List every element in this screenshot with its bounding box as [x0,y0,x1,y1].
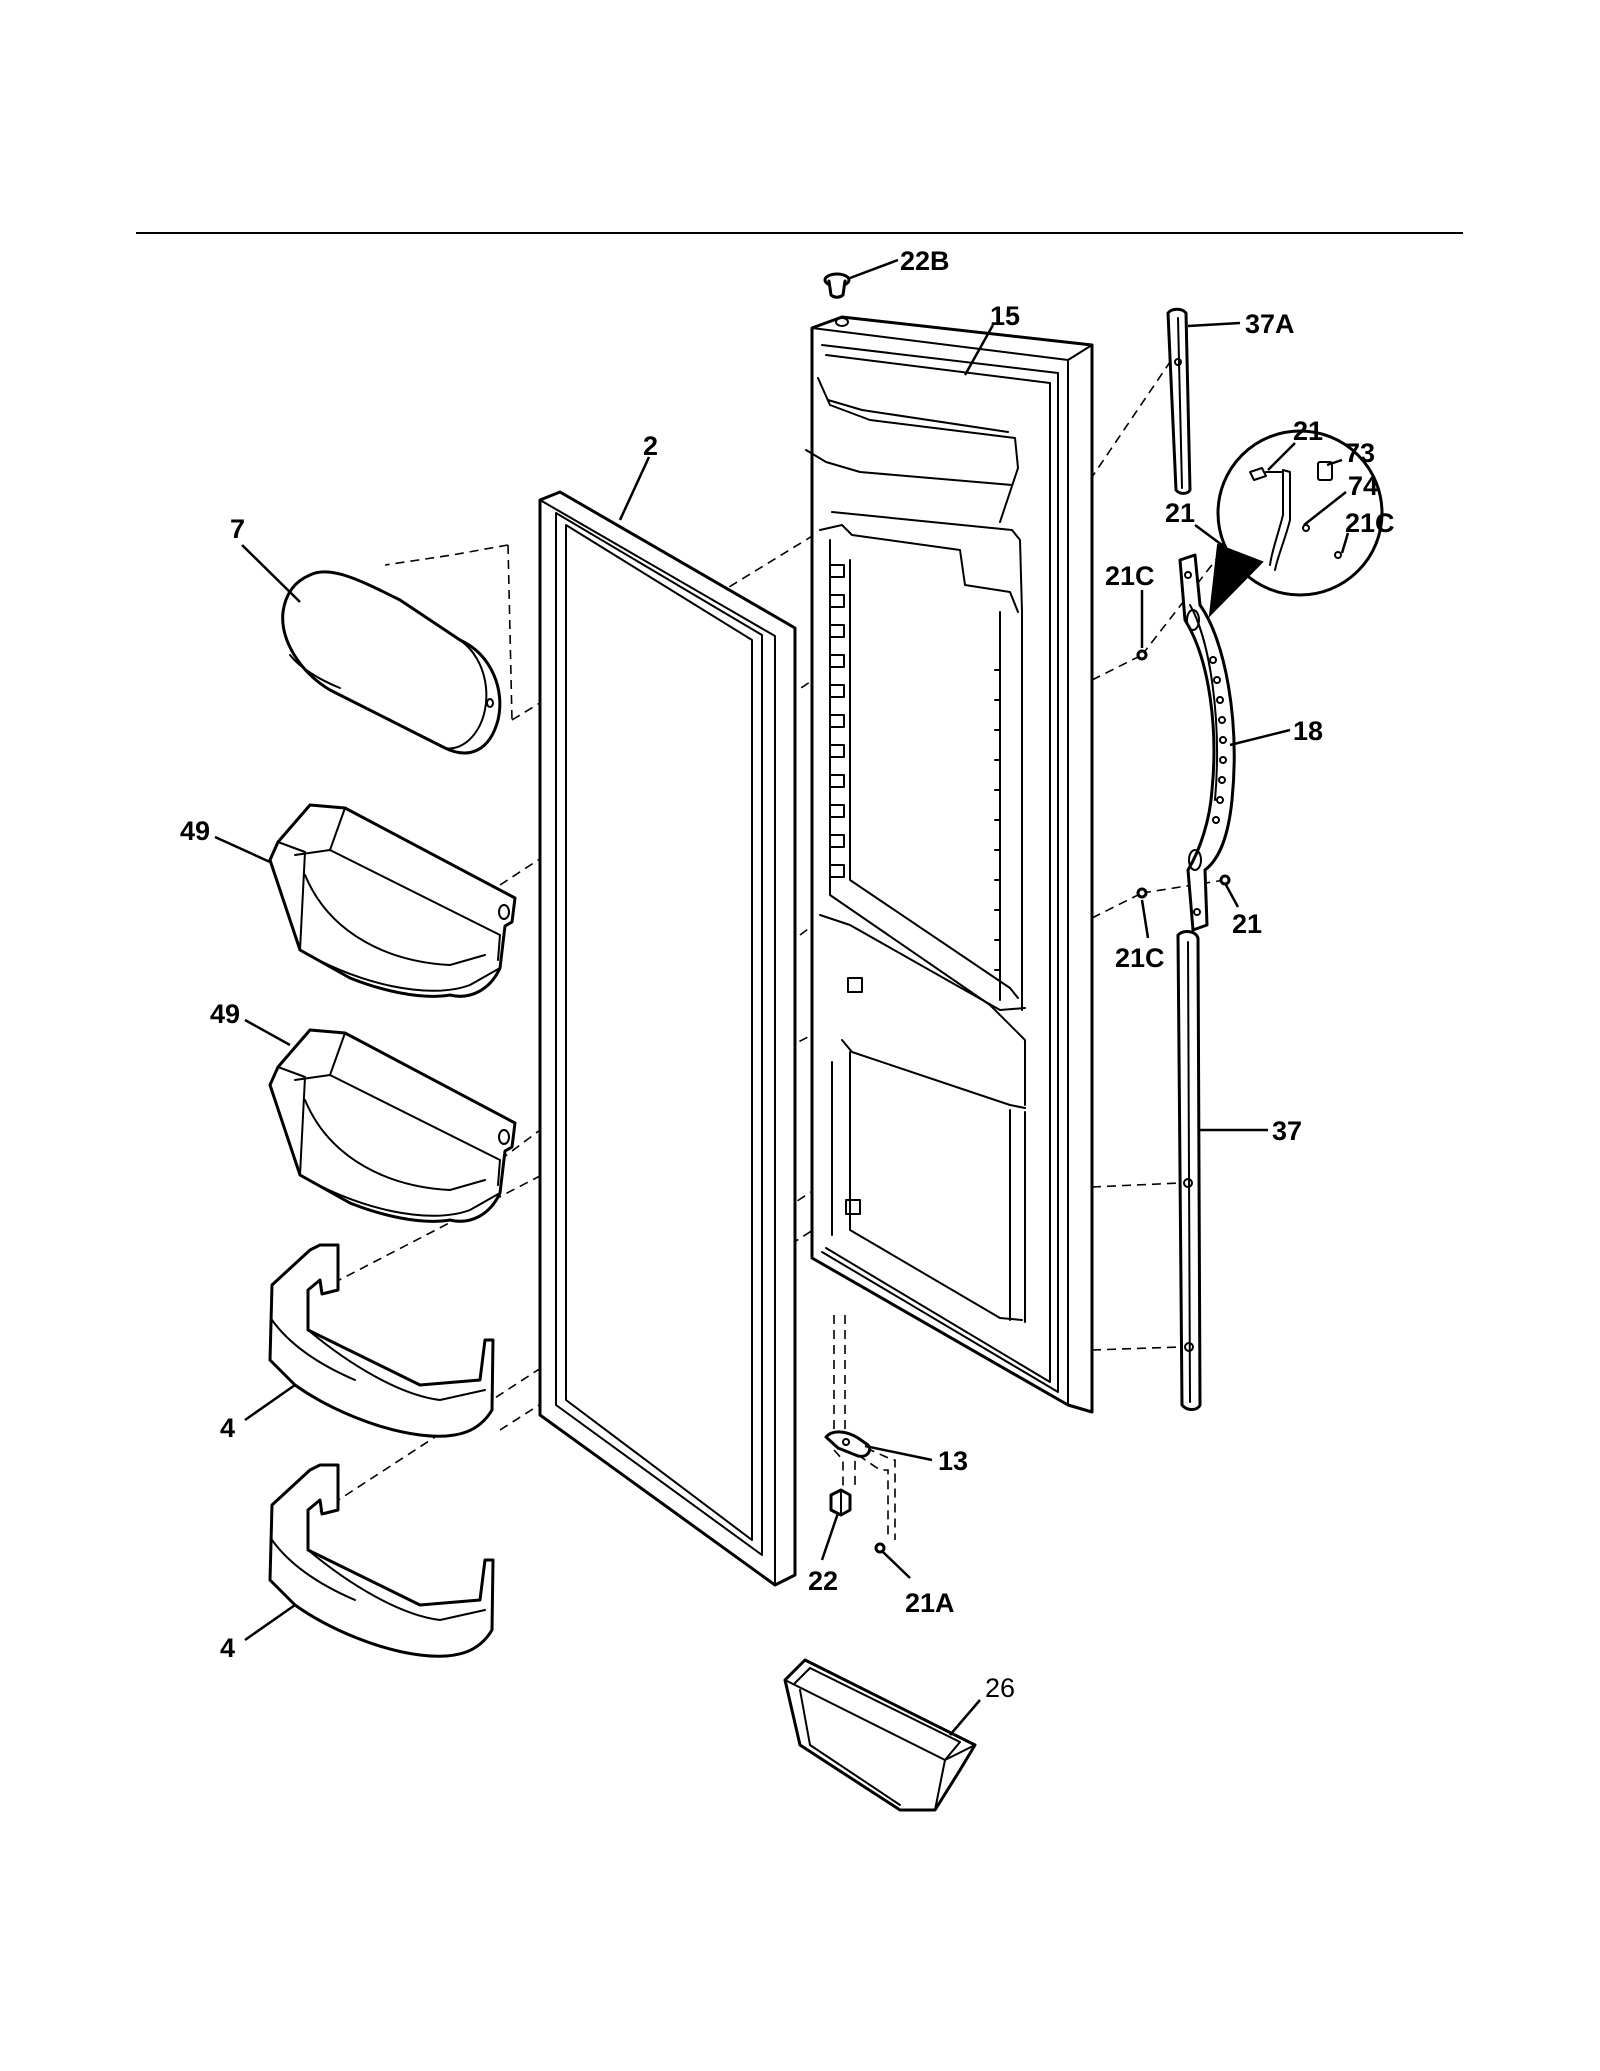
label-21c-top: 21C [1105,561,1155,591]
label-7: 7 [230,514,245,544]
label-26: 26 [985,1673,1015,1703]
label-74: 74 [1348,471,1378,501]
hinge-pin-22-icon [829,1488,852,1517]
detail-pointer [1208,543,1264,618]
label-22: 22 [808,1566,838,1596]
part-labels: 22B 15 37A 2 7 21 73 74 21C 21 21C 18 49… [180,246,1395,1703]
label-15: 15 [990,301,1020,331]
door-gasket-icon [538,490,797,1587]
label-73: 73 [1345,438,1375,468]
label-21c-bottom: 21C [1115,943,1165,973]
label-49-upper: 49 [180,816,210,846]
door-hinge-icon [824,1430,872,1458]
door-bin-49-lower [268,1028,517,1223]
label-21-detail: 21 [1293,416,1323,446]
label-37a: 37A [1245,309,1295,339]
ice-bin-tray-icon [783,1658,977,1812]
label-4-lower: 4 [220,1633,235,1663]
label-13: 13 [938,1446,968,1476]
label-21c-detail: 21C [1345,508,1395,538]
label-18: 18 [1293,716,1323,746]
label-37: 37 [1272,1116,1302,1146]
handle-grip-holes [1209,656,1227,824]
label-2: 2 [643,431,658,461]
label-49-lower: 49 [210,999,240,1029]
door-liner-icon [805,315,1094,1414]
door-shelf-bin-4-upper [268,1243,495,1438]
dairy-compartment-icon [281,570,502,755]
handle-trim-37-icon [1176,930,1202,1411]
label-4-upper: 4 [220,1413,235,1443]
leader-lines [214,258,1350,1736]
label-22b: 22B [900,246,950,276]
label-21-top: 21 [1165,498,1195,528]
door-shelf-bin-4-lower [268,1463,495,1658]
detail-view [1208,429,1384,618]
door-handle-icon [1178,553,1236,932]
label-21-bottom: 21 [1232,909,1262,939]
handle-trim-37a-icon [1166,307,1192,495]
door-bin-49-upper [268,803,517,998]
plug-22b-icon [823,272,851,299]
label-21a: 21A [905,1588,955,1618]
